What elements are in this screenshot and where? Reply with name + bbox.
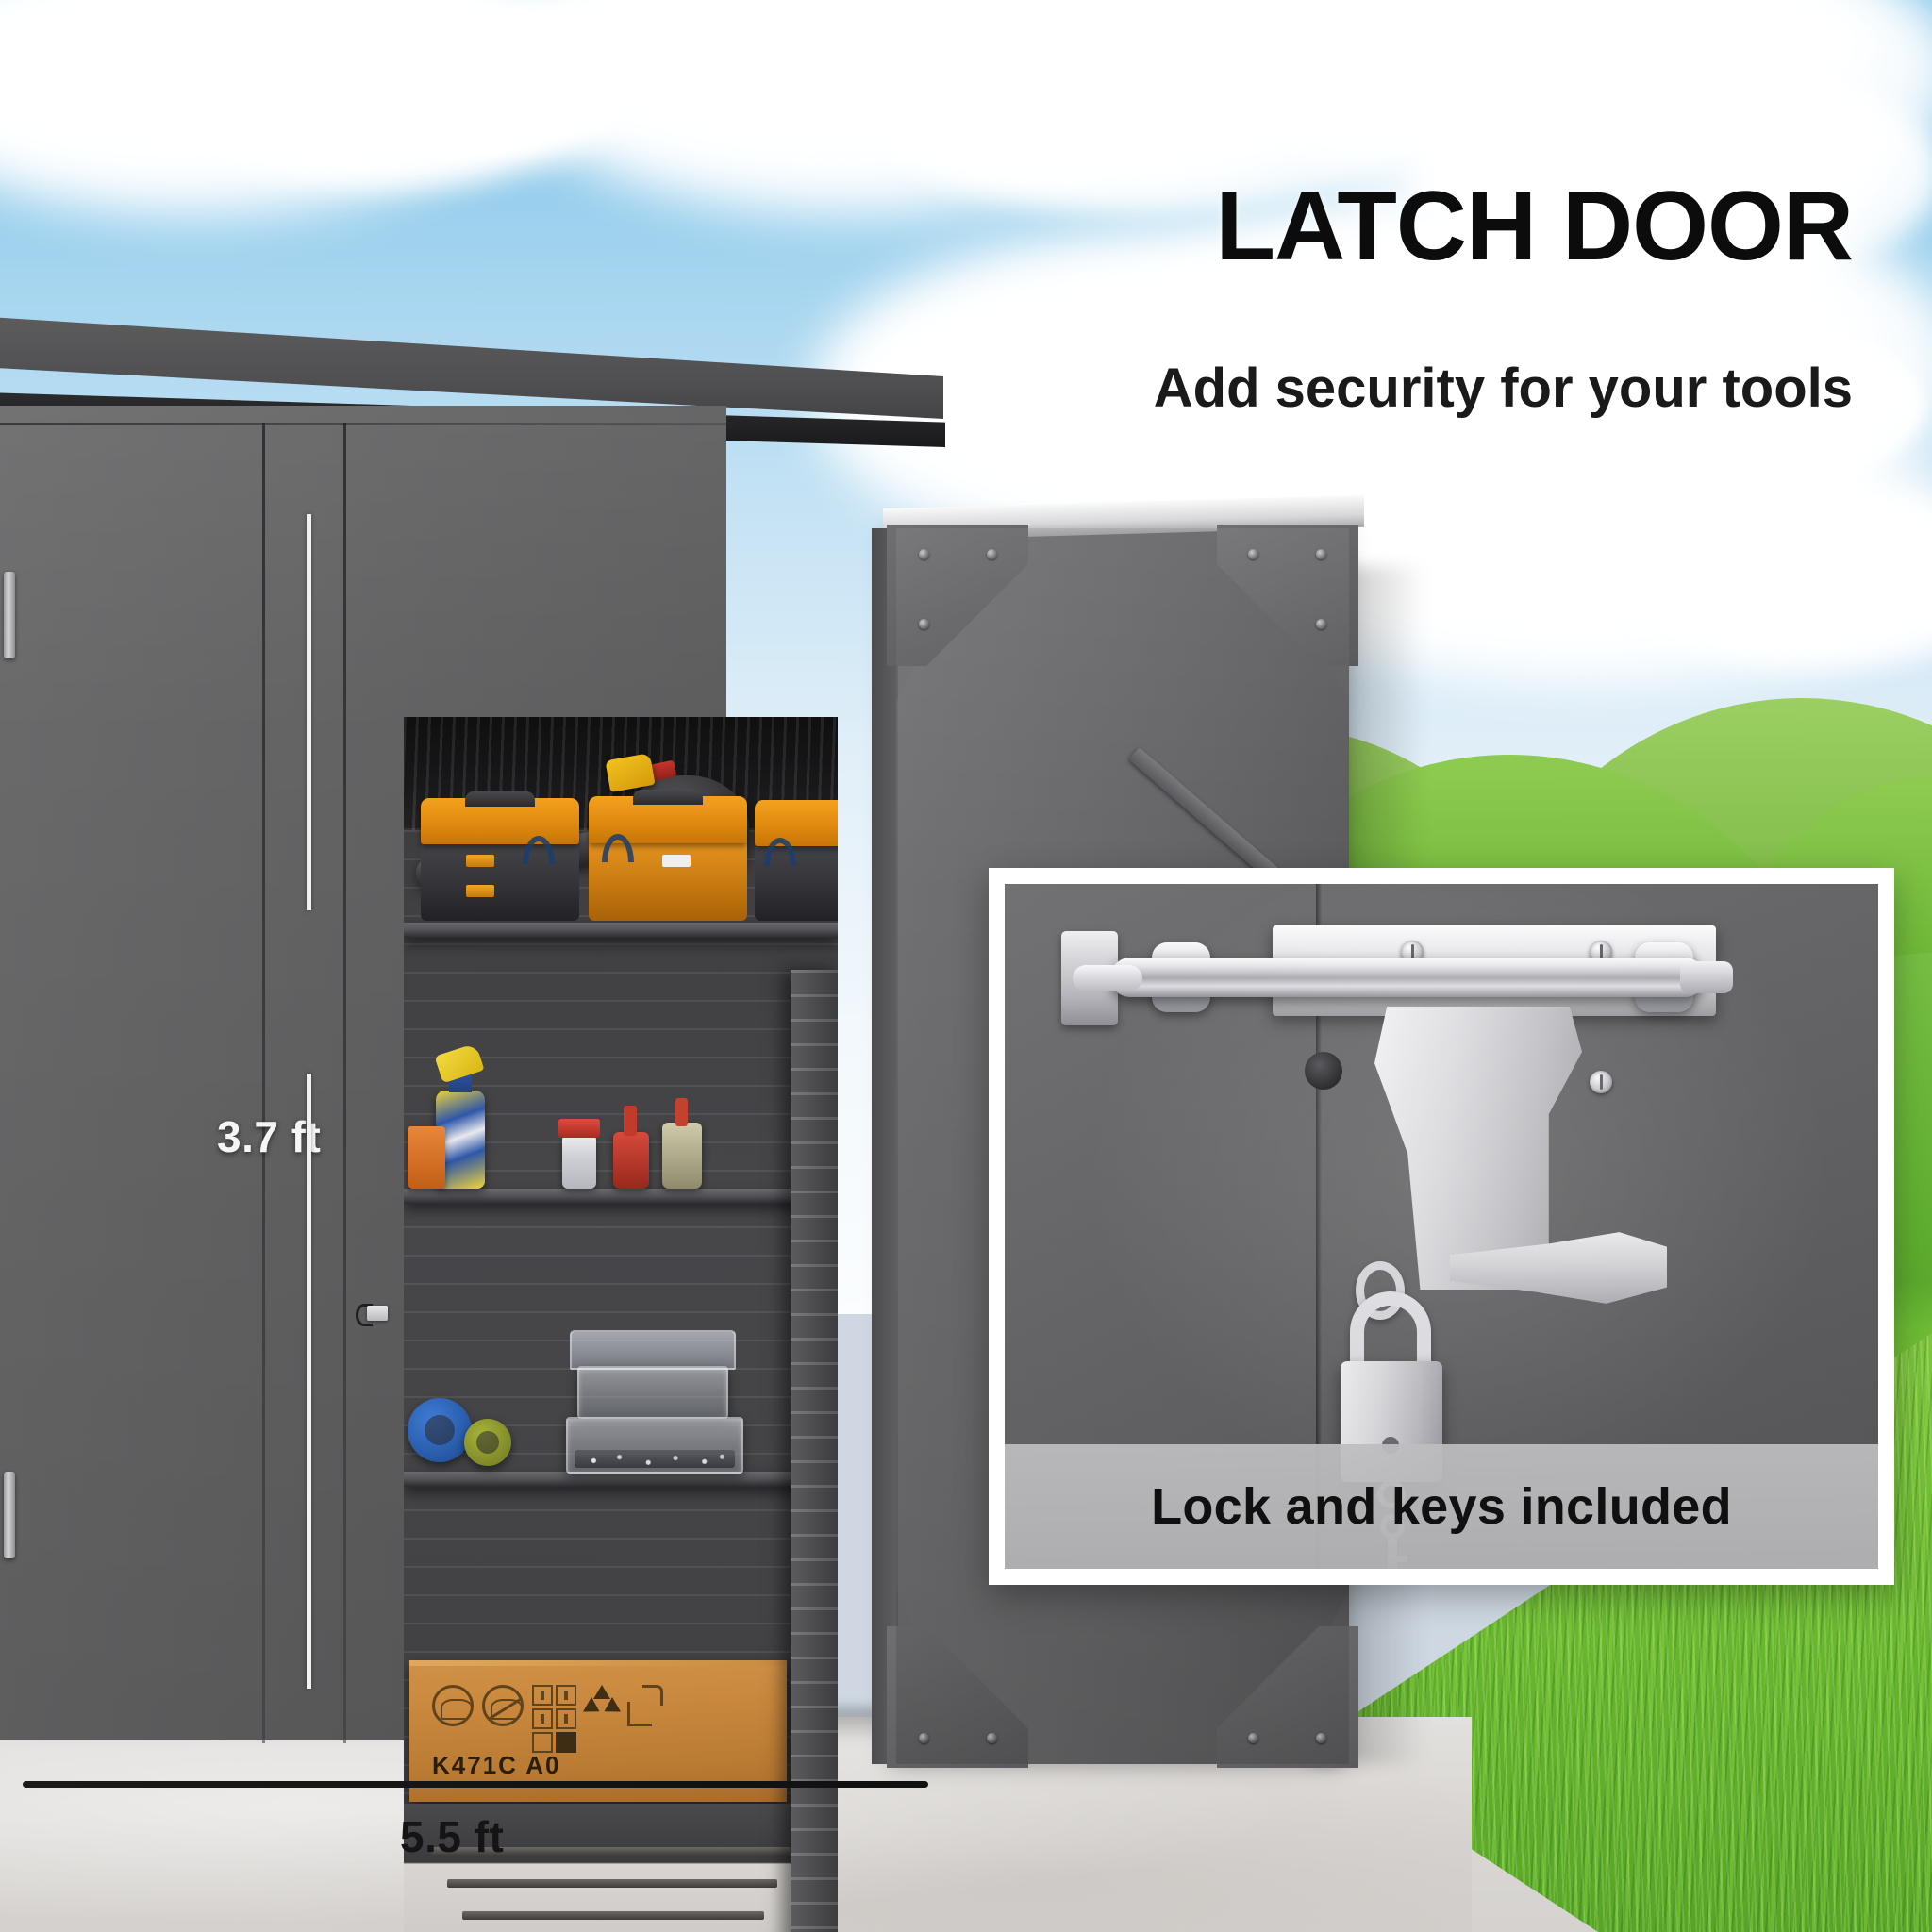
- door-rivet: [1248, 549, 1258, 559]
- height-dimension-line-lower: [307, 1074, 311, 1689]
- latch-hook-icon: [356, 1304, 373, 1326]
- door-rivet: [919, 1733, 929, 1743]
- callout-caption-text: Lock and keys included: [1151, 1478, 1732, 1535]
- slide-bolt-knob-left[interactable]: [1073, 965, 1142, 991]
- toolbox-tool: [602, 834, 634, 862]
- door-corner-bracket: [1217, 525, 1358, 666]
- toolbox-tool: [764, 838, 796, 866]
- oil-bottle-neck: [624, 1106, 637, 1136]
- width-dimension-line: [23, 1781, 928, 1788]
- door-corner-bracket: [887, 1626, 1028, 1768]
- latch-screw: [1590, 1071, 1612, 1093]
- toolbox: [589, 790, 747, 921]
- door-rivet: [919, 549, 929, 559]
- container-body: [562, 1136, 596, 1189]
- door-rivet: [1316, 619, 1326, 629]
- door-rivet: [919, 619, 929, 629]
- shelf: [404, 1189, 838, 1204]
- bin-contents: [575, 1449, 735, 1468]
- storage-bin: [566, 1417, 743, 1474]
- floor-rail: [462, 1911, 764, 1920]
- callout-caption-bar: Lock and keys included: [1005, 1444, 1878, 1569]
- handling-symbols-icon: [532, 1685, 576, 1753]
- toolbox: [755, 800, 838, 921]
- floor-rail: [447, 1879, 777, 1888]
- door-seam-center: [262, 423, 265, 1743]
- adhesive-neck: [675, 1098, 688, 1126]
- hose-coil-blue: [408, 1398, 472, 1462]
- toolbox-tool: [523, 836, 555, 864]
- height-dimension-line-upper: [307, 514, 311, 910]
- floor-rail: [432, 1847, 791, 1856]
- paint-can: [408, 1126, 445, 1189]
- door-rivet: [1316, 549, 1326, 559]
- door-hinge: [4, 572, 15, 658]
- toolbox: [421, 791, 579, 921]
- shed-interior: K471C A0: [404, 717, 838, 1932]
- height-dimension-label: 3.7 ft: [217, 1112, 322, 1161]
- toolbox-clip: [466, 855, 494, 867]
- recycle-symbol-icon: [583, 1685, 621, 1720]
- door-rivet: [1316, 1733, 1326, 1743]
- no-hooks-symbol-icon: [482, 1685, 524, 1726]
- slide-bolt-knob-right[interactable]: [1680, 961, 1733, 993]
- door-rivet: [1248, 1733, 1258, 1743]
- width-dimension-label: 5.5 ft: [400, 1812, 505, 1861]
- latch-detail-callout: Lock and keys included: [989, 868, 1894, 1585]
- latch-plate-icon: [367, 1306, 388, 1321]
- door-gap-line: [1316, 884, 1322, 1569]
- shipping-symbols: [432, 1685, 663, 1753]
- toolbox-clip: [662, 855, 691, 867]
- page-subtitle: Add security for your tools: [1153, 358, 1853, 419]
- hose-coil-green: [464, 1419, 511, 1466]
- door-corner-bracket: [887, 525, 1028, 666]
- latch-pivot-pin: [1305, 1052, 1342, 1090]
- container-cap: [558, 1119, 600, 1138]
- storage-shed: K471C A0 3.7 ft: [0, 311, 1057, 1932]
- door-top-rail: [0, 423, 726, 425]
- toolbox-handle: [633, 790, 703, 805]
- cardboard-carton: K471C A0: [409, 1660, 787, 1802]
- cloud: [1623, 491, 1932, 670]
- fragile-symbol-icon: [432, 1685, 474, 1726]
- toolbox-handle: [465, 791, 535, 807]
- storage-bin-lid: [570, 1330, 736, 1370]
- carton-code-label: K471C A0: [432, 1751, 561, 1779]
- shelf: [404, 1472, 838, 1487]
- oil-bottle-body: [613, 1132, 649, 1189]
- door-handle-latch[interactable]: [356, 1304, 388, 1328]
- toolbox-clip: [466, 885, 494, 897]
- door-hinge: [4, 1472, 15, 1558]
- stacking-symbol-icon: [627, 1685, 663, 1726]
- latch-detail-photo: Lock and keys included: [1005, 884, 1878, 1569]
- toolbox-base: [421, 840, 579, 921]
- storage-bin: [577, 1366, 728, 1419]
- interior-door-jamb: [791, 970, 838, 1932]
- adhesive-body: [662, 1123, 702, 1189]
- shelf: [404, 923, 838, 938]
- interior-floor: [404, 1804, 838, 1932]
- door-corner-bracket: [1217, 1626, 1358, 1768]
- door-rivet: [987, 549, 997, 559]
- door-seam-right: [343, 423, 346, 1743]
- toolbox-lid: [755, 800, 838, 846]
- slide-bolt[interactable]: [1110, 958, 1705, 997]
- door-rivet: [987, 1733, 997, 1743]
- open-door-left-edge: [872, 528, 898, 1764]
- page-title: LATCH DOOR: [1215, 172, 1854, 281]
